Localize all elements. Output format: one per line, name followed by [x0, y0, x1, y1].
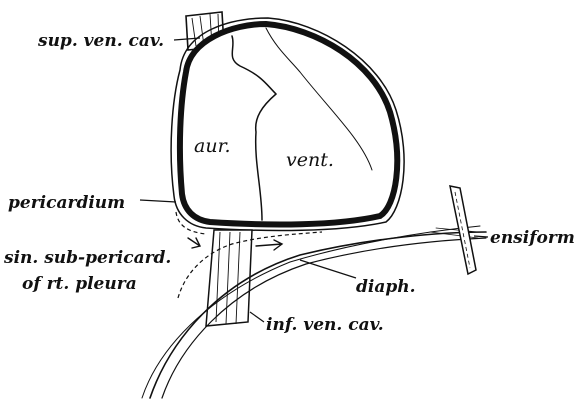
label-of-rt-pleura: of rt. pleura — [22, 274, 137, 294]
heart-outline — [180, 24, 397, 224]
label-vent: vent. — [286, 149, 334, 171]
diaphragm — [142, 226, 486, 398]
label-ensiform: ensiform — [490, 228, 575, 248]
label-aur: aur. — [194, 135, 231, 157]
label-pericardium: pericardium — [8, 193, 125, 213]
inferior-vena-cava — [206, 230, 252, 326]
label-sin-sub-pericard: sin. sub-pericard. — [3, 248, 171, 268]
label-sup-ven-cav: sup. ven. cav. — [37, 31, 164, 51]
sinus-arrow-right — [256, 240, 282, 250]
label-diaph: diaph. — [356, 277, 416, 297]
label-inf-ven-cav: inf. ven. cav. — [266, 315, 384, 335]
sinus-arrow-left — [188, 238, 200, 248]
